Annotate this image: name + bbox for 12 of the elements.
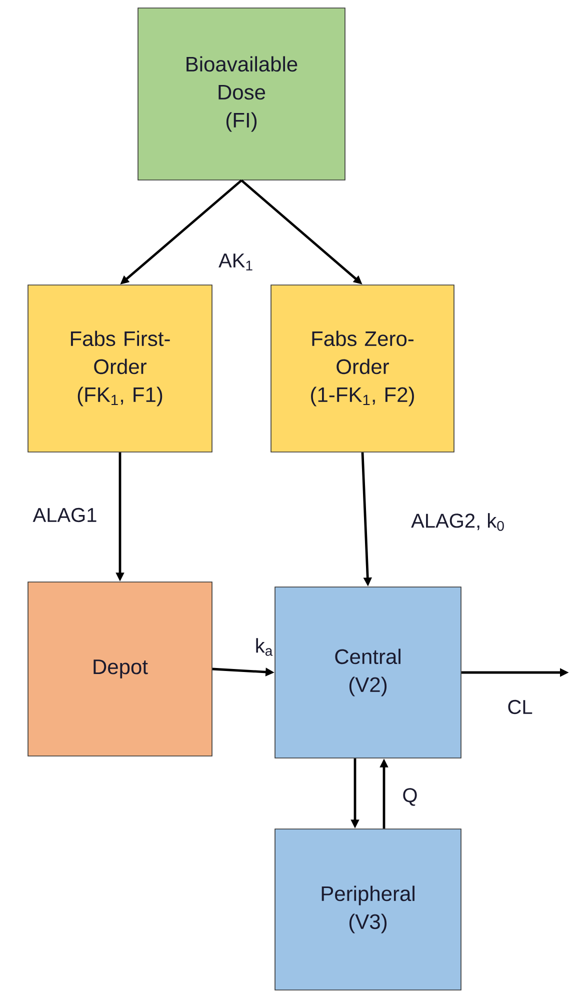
compartment-box: Fabs Zero-Order (1-FK$_{1}$, F2) <box>270 284 454 452</box>
edge-label: k$_{a}$ <box>254 637 274 657</box>
depot-box: Depot <box>28 582 212 756</box>
compartment-box: Central (V2) <box>274 586 462 758</box>
edge-label: ALAG1 <box>32 506 98 524</box>
edge-label: CL <box>506 698 534 716</box>
compartment-box: Fabs First-Order (FK$_{1}$, F1) <box>28 284 212 452</box>
dose-box: Bioavailable Dose (FI) <box>138 8 346 180</box>
compartment-box: Peripheral (V3) <box>274 828 462 990</box>
edge-label: ALAG2, k$_{0}$ <box>410 512 506 532</box>
edge-label: AK$_{1}$ <box>218 252 254 272</box>
edge-label: Q <box>401 787 419 807</box>
